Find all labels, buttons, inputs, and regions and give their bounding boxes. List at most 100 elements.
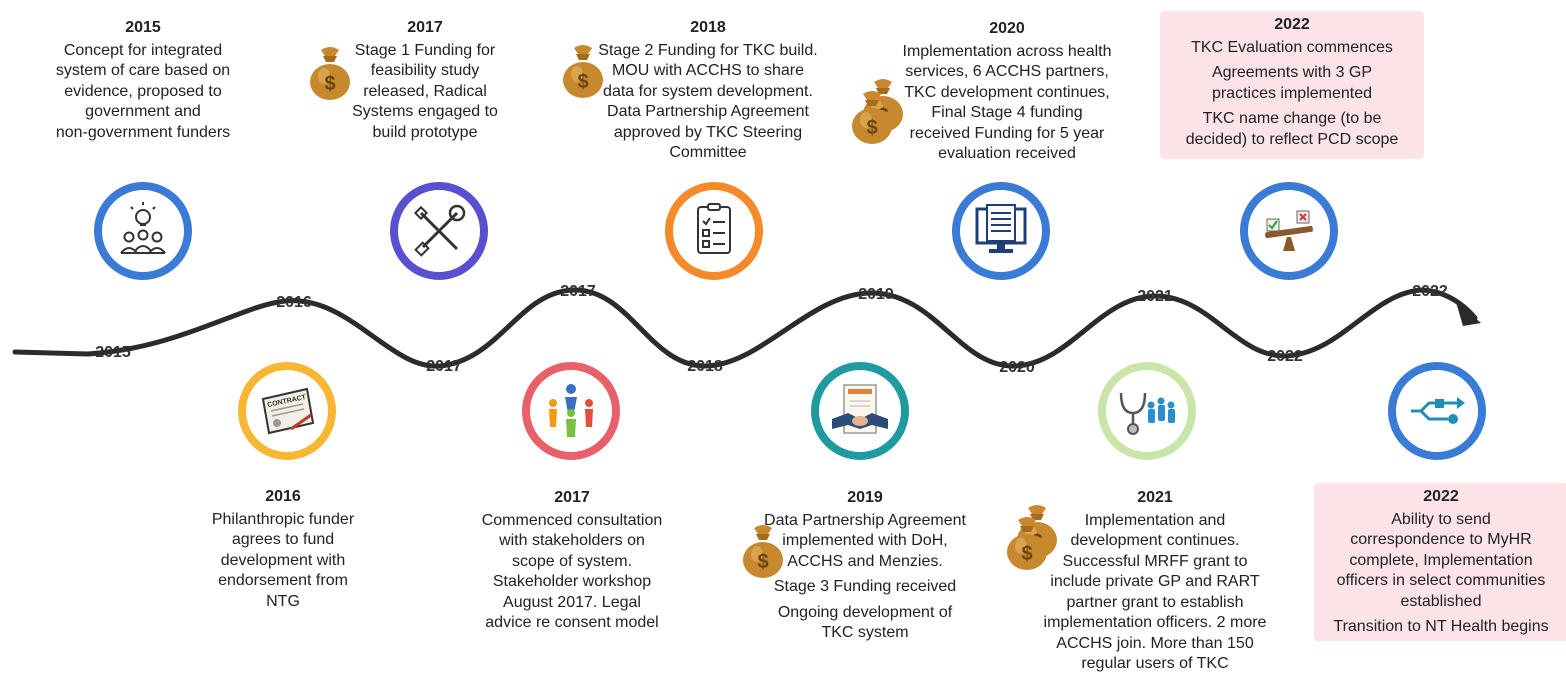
event-text-line: Stakeholder workshop [492, 573, 652, 590]
event-text-line: evaluation received [938, 145, 1076, 162]
event-text-line: officers in select communities [1336, 572, 1546, 589]
event-2017-funding: 2017 Stage 1 Funding for feasibility stu… [335, 18, 515, 143]
event-text-line: non-government funders [55, 123, 231, 141]
event-year: 2017 [554, 489, 590, 506]
event-text-line: Successful MRFF grant to [1062, 552, 1248, 570]
circle-2022-transition [1388, 362, 1486, 460]
event-text-line: Commenced consultation [481, 511, 663, 529]
money-bag-icon: $ [563, 45, 603, 98]
tools-icon [413, 204, 466, 257]
event-text-line: development continues. [1070, 532, 1240, 549]
event-text-line: agrees to fund [231, 531, 335, 548]
event-text-line: TKC name change (to be [1202, 110, 1382, 127]
svg-text:$: $ [757, 551, 768, 573]
event-year: 2019 [847, 489, 883, 506]
event-text-line: include private GP and RART [1050, 573, 1260, 590]
event-text-line: MOU with ACCHS to share [611, 62, 805, 79]
event-text-line: feasibility study [370, 62, 480, 79]
event-2021: 2021 Implementation and development cont… [1030, 488, 1280, 675]
agreement-handshake-icon [832, 384, 888, 434]
event-text-line: approved by TKC Steering [613, 123, 803, 141]
event-text-line: build prototype [372, 123, 478, 141]
svg-text:$: $ [577, 71, 588, 93]
event-text-line: Agreements with 3 GP [1211, 64, 1373, 81]
timeline-curve [12, 287, 1478, 369]
transition-flow-icon [1411, 397, 1465, 424]
event-2020: 2020 Implementation across health servic… [884, 19, 1130, 165]
event-text-line: Stage 2 Funding for TKC build. [598, 41, 818, 59]
event-text-line: Transition to NT Health begins [1333, 618, 1549, 635]
event-text-line: Ongoing development of [777, 603, 953, 621]
circle-2018 [665, 182, 763, 280]
event-text-line: correspondence to MyHR [1350, 531, 1532, 548]
event-2015: 2015 Concept for integrated system of ca… [40, 18, 246, 143]
wave-label-2019: 2019 [858, 286, 894, 303]
event-text-line: ACCHS join. More than 150 [1056, 634, 1254, 652]
event-text-line: scope of system. [511, 552, 633, 570]
event-text-line: development with [220, 551, 346, 569]
money-bag-icon: $ [852, 91, 892, 144]
circle-2017-funding [390, 182, 488, 280]
event-year: 2015 [125, 19, 161, 36]
contract-icon: CONTRACT [261, 387, 315, 435]
event-2016: 2016 Philanthropic funder agrees to fund… [190, 487, 376, 612]
event-text-line: Ability to send [1391, 510, 1491, 528]
event-text-line: partner grant to establish [1066, 593, 1244, 611]
wave-label-2017b: 2017 [560, 283, 596, 300]
event-text-line: August 2017. Legal [503, 593, 641, 611]
event-text-line: TKC development continues, [904, 83, 1110, 101]
event-2019: 2019 Data Partnership Agreement implemen… [745, 488, 985, 644]
circle-2020 [952, 182, 1050, 280]
svg-text:$: $ [324, 73, 335, 95]
wave-label-2022a: 2022 [1267, 348, 1303, 365]
circle-2016: CONTRACT [238, 362, 336, 460]
event-text-line: Final Stage 4 funding [931, 104, 1083, 121]
event-text-line: complete, Implementation [1349, 551, 1533, 569]
money-bag-icon: $ [1007, 517, 1047, 570]
circle-2021 [1098, 362, 1196, 460]
event-text-line: decided) to reflect PCD scope [1185, 130, 1399, 148]
monitor-document-icon [975, 204, 1027, 253]
event-text-line: Implementation across health [902, 42, 1112, 60]
event-text-line: TKC Evaluation commences [1191, 38, 1393, 56]
wave-label-2016: 2016 [276, 294, 312, 311]
event-text-line: implemented with DoH, [782, 532, 948, 549]
event-2018: 2018 Stage 2 Funding for TKC build. MOU … [584, 18, 832, 164]
event-text-line: practices implemented [1211, 84, 1373, 102]
event-text-line: Stage 3 Funding received [773, 578, 957, 595]
event-2022-evaluation: 2022 TKC Evaluation commences Agreements… [1160, 11, 1424, 159]
event-text-line: received Funding for 5 year [909, 124, 1105, 142]
event-text-line: data for system development. [603, 82, 813, 100]
circle-2017-consultation [522, 362, 620, 460]
event-year: 2022 [1423, 488, 1459, 505]
event-text-line: NTG [266, 592, 300, 610]
balance-scale-icon [1265, 210, 1313, 251]
money-bag-icon: $ [310, 47, 350, 100]
circle-2022-evaluation [1240, 182, 1338, 280]
svg-text:$: $ [1021, 543, 1032, 565]
event-text-line: services, 6 ACCHS partners, [905, 63, 1109, 80]
circle-2015 [94, 182, 192, 280]
svg-text:$: $ [866, 117, 877, 139]
wave-label-2020: 2020 [999, 359, 1035, 376]
event-text-line: implementation officers. 2 more [1043, 614, 1267, 631]
timeline-arrowhead [1456, 302, 1481, 326]
event-text-line: Committee [669, 144, 747, 161]
event-text-line: Stage 1 Funding for [354, 41, 496, 59]
event-year: 2016 [265, 488, 301, 505]
event-year: 2022 [1274, 16, 1310, 33]
lightbulb-people-icon [120, 202, 166, 254]
stakeholders-icon [549, 384, 593, 437]
event-text-line: ACCHS and Menzies. [787, 552, 943, 570]
event-year: 2018 [690, 19, 726, 36]
event-text-line: advice re consent model [485, 614, 659, 631]
event-text-line: system of care based on [55, 62, 231, 79]
checklist-icon [697, 203, 731, 254]
event-text-line: Data Partnership Agreement [607, 103, 809, 120]
event-text-line: Data Partnership Agreement [764, 511, 966, 529]
event-text-line: Concept for integrated [63, 41, 223, 59]
wave-label-2015: 2015 [95, 344, 131, 361]
event-2017-consultation: 2017 Commenced consultation with stakeho… [468, 488, 676, 634]
wave-label-2018: 2018 [687, 358, 723, 375]
